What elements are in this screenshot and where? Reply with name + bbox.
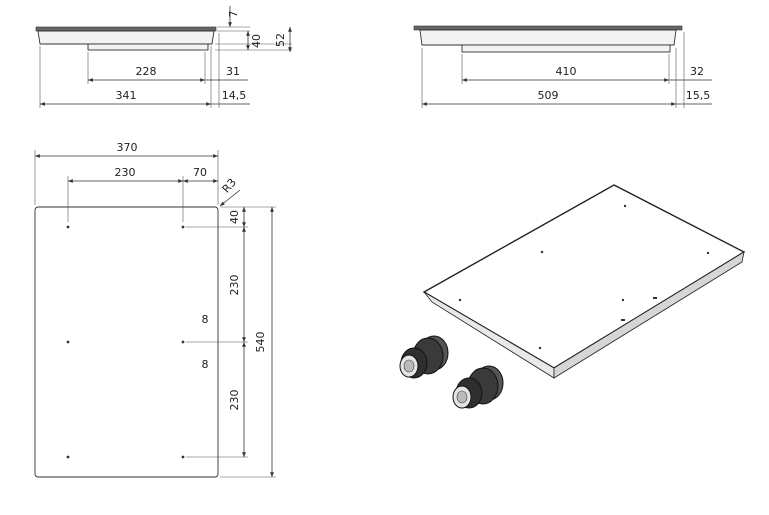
dim-230-v-b: 230: [228, 390, 241, 411]
hob-bottom: [87, 43, 209, 51]
dim-509: 509: [538, 89, 559, 102]
perspective-view: [399, 184, 746, 409]
dim-230-v-a: 230: [228, 275, 241, 296]
mount-hole-5: [66, 455, 70, 459]
dim-40: 40: [250, 34, 263, 48]
mark-a: 8: [202, 313, 209, 326]
dim-370: 370: [117, 141, 138, 154]
side-view-short: 7 40 52 228 31 341 14,5: [35, 6, 292, 108]
glass-top-long: [413, 25, 683, 31]
dim-7: 7: [227, 11, 240, 18]
hob-body: [37, 30, 215, 45]
dim-52: 52: [274, 33, 287, 47]
plan-view: 370 230 70 R3 8 8 40 230 230 540: [34, 141, 276, 478]
side-view-long: 410 32 509 15,5: [413, 25, 712, 108]
dim-14-5: 14,5: [222, 89, 247, 102]
dim-410: 410: [556, 65, 577, 78]
dim-228: 228: [136, 65, 157, 78]
hob-bottom-long: [461, 44, 671, 53]
hob-body-long: [419, 29, 677, 46]
dim-230-h: 230: [115, 166, 136, 179]
mount-hole-3: [66, 340, 70, 344]
dim-15-5: 15,5: [686, 89, 711, 102]
hob-side-edge: [553, 251, 745, 379]
control-knob-icon: [452, 365, 504, 409]
mount-hole-2: [181, 225, 185, 229]
dim-32: 32: [690, 65, 704, 78]
mount-hole-1: [66, 225, 70, 229]
mount-hole-4: [181, 340, 185, 344]
dim-r3: R3: [220, 176, 239, 196]
glass-top: [35, 26, 217, 32]
dim-31: 31: [226, 65, 240, 78]
dim-70: 70: [193, 166, 207, 179]
hob-glass-top: [422, 184, 746, 369]
dim-341: 341: [116, 89, 137, 102]
mark-b: 8: [202, 358, 209, 371]
dim-540: 540: [254, 332, 267, 353]
control-knob-icon: [399, 335, 449, 379]
mount-hole-6: [181, 455, 185, 459]
dim-40-v: 40: [228, 210, 241, 224]
